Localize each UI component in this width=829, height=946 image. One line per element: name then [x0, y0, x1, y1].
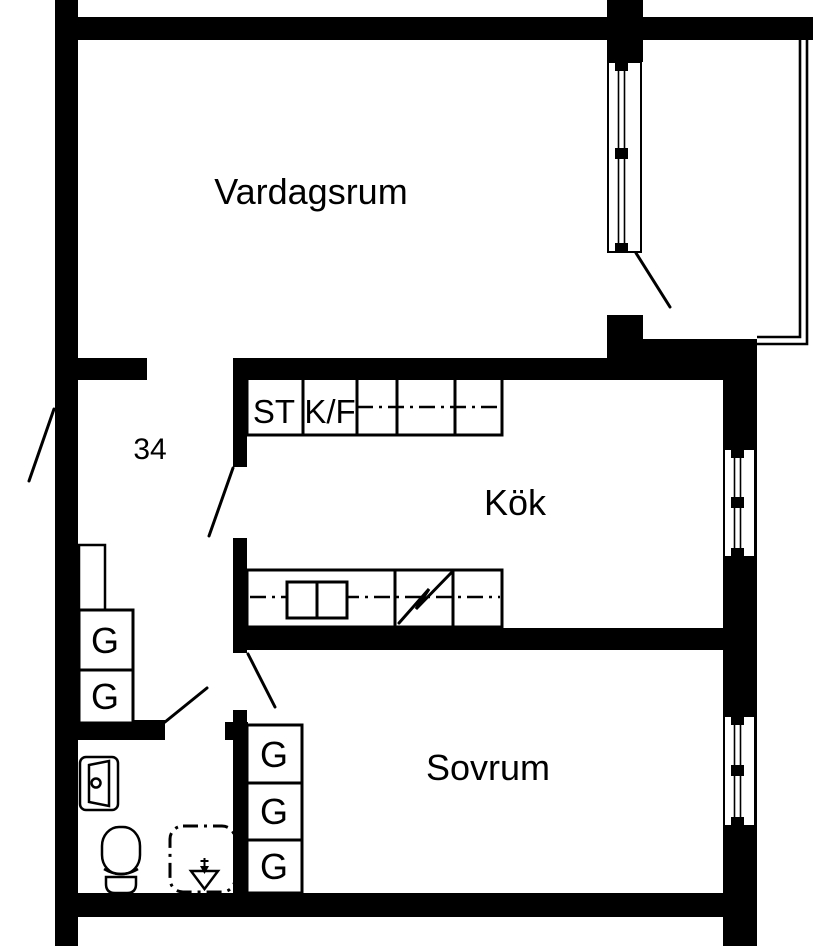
- sink-bowl-right: [315, 580, 349, 620]
- wall-bathroom-door-jamb: [225, 722, 248, 740]
- bedroom-window-mullion-top: [731, 716, 744, 725]
- bathroom-fixtures: [78, 755, 237, 895]
- kitchen-window-mullion-mid: [731, 497, 744, 508]
- bedroom-closet-label: G: [260, 734, 288, 775]
- bedroom-closet-label: G: [260, 791, 288, 832]
- wall-hall-kitchen-lower: [233, 538, 247, 653]
- washbasin-outline: [78, 755, 120, 812]
- balcony: [757, 40, 809, 346]
- room-label-kitchen: Kök: [484, 482, 547, 523]
- duct-shaft: [77, 543, 107, 612]
- kitchen-counter-row: [245, 568, 504, 629]
- wall-livingroom-right-upper: [607, 0, 643, 62]
- kitchen-window-mullion-top: [731, 449, 744, 458]
- balcony-door-mullion-mid: [615, 148, 628, 159]
- hall-storage: G G: [77, 543, 135, 725]
- stove-symbol: [397, 570, 454, 625]
- balcony-railing-outer-line: [757, 40, 809, 346]
- hall-closet-label: G: [91, 620, 119, 661]
- balcony-door-mullion-top: [615, 62, 628, 71]
- wall-bathroom-top: [78, 720, 165, 740]
- bedroom-closet-label: G: [260, 846, 288, 887]
- hall-closet-label: G: [91, 676, 119, 717]
- wall-exterior-bottom: [78, 893, 757, 917]
- cabinet-row-outline: [245, 376, 504, 437]
- counter-outline: [245, 568, 504, 629]
- wall-hall-top-stub: [78, 358, 147, 380]
- fridge-freezer-label: K/F: [304, 393, 355, 430]
- wall-kitchen-top: [233, 358, 643, 380]
- balcony-door-mullion-bottom: [615, 243, 628, 252]
- washbasin-icon: [78, 755, 120, 812]
- shower-icon: [168, 824, 237, 894]
- bedroom-window-mullion-bottom: [731, 817, 744, 826]
- hall-closet-block: [77, 608, 135, 725]
- kitchen-door-swing: [207, 466, 235, 538]
- balcony-door: [607, 61, 672, 309]
- balcony-railing-inner-line: [757, 40, 802, 339]
- balcony-door-swing: [634, 251, 672, 309]
- wall-exterior-top: [55, 17, 813, 40]
- washbasin-drain: [90, 777, 102, 789]
- apartment-number-label: 34: [133, 433, 166, 466]
- room-label-bedroom: Sovrum: [426, 747, 550, 788]
- bathroom-door-swing: [163, 686, 209, 724]
- wall-kitchen-bedroom: [233, 628, 723, 650]
- bedroom-closet-block: [245, 723, 304, 895]
- toilet-icon: [100, 825, 142, 895]
- kitchen-window: [723, 448, 756, 558]
- tall-cabinet-label: ST: [253, 393, 295, 430]
- room-label-living-room: Vardagsrum: [214, 171, 407, 212]
- bedroom-window-mullion-mid: [731, 765, 744, 776]
- bedroom-storage: G G G: [245, 723, 304, 895]
- toilet-tank: [104, 875, 138, 895]
- wall-exterior-left: [55, 0, 78, 946]
- toilet-rim: [103, 867, 139, 876]
- toilet-bowl: [100, 825, 142, 876]
- entrance-door-swing: [27, 407, 56, 483]
- sink-bowl-left: [285, 580, 319, 620]
- walls: [55, 0, 813, 946]
- kitchen-tall-cabinet-row: ST K/F: [245, 376, 504, 437]
- kitchen-window-mullion-bottom: [731, 548, 744, 557]
- wall-hall-kitchen-upper: [233, 358, 247, 467]
- bedroom-window: [723, 715, 756, 827]
- washbasin-basin: [87, 759, 111, 808]
- wall-exterior-right: [723, 339, 757, 946]
- shower-drain-arrow-head: [200, 866, 209, 874]
- bedroom-door-swing: [246, 652, 277, 709]
